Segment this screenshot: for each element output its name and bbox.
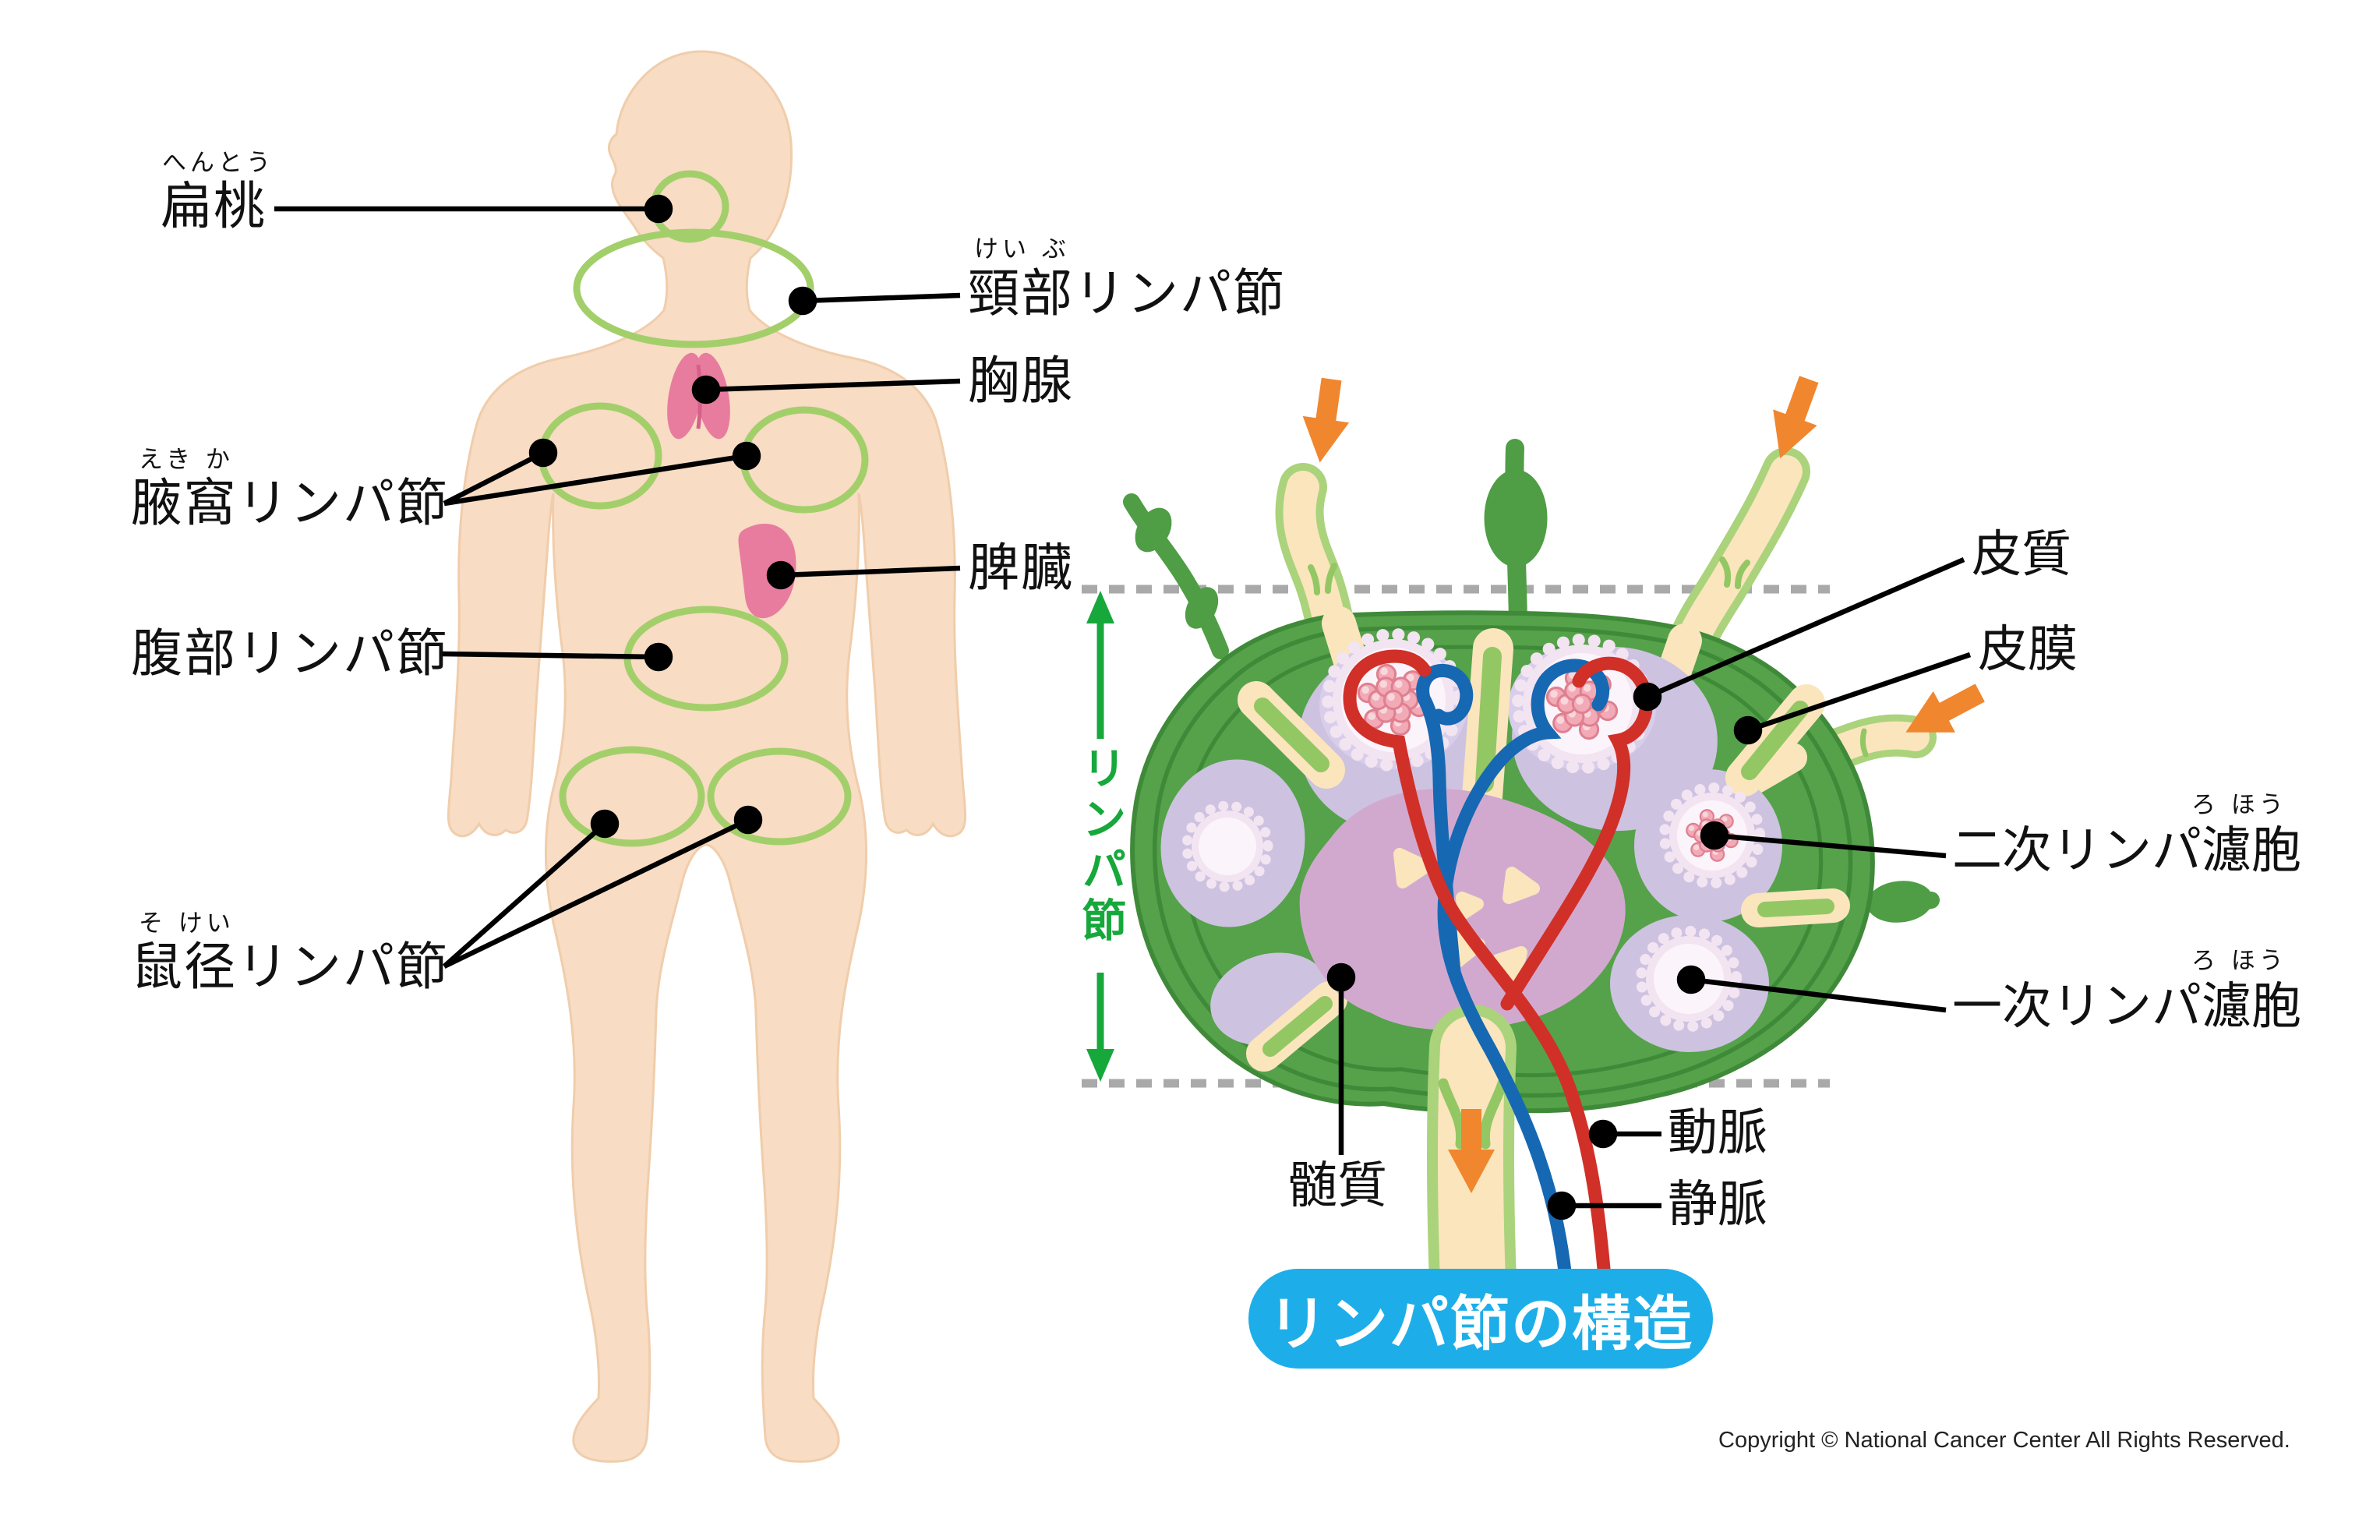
lymph-node-range-label: リンパ節: [1075, 745, 1126, 948]
thymus-label: 胸腺: [968, 351, 1074, 411]
spleen-organ: [738, 524, 796, 619]
axillary-furigana: えき か: [139, 446, 234, 474]
leader-lines: [274, 194, 1972, 1220]
inguinal-ring-left: [559, 746, 705, 847]
tonsil-label: 扁桃: [161, 176, 267, 236]
cortex-label: 皮質: [1972, 526, 2071, 584]
title-badge-text: リンパ節の構造: [1268, 1289, 1693, 1358]
range-arrow: [1086, 591, 1114, 1082]
artery-label: 動脈: [1668, 1104, 1767, 1162]
medullary-sinus-spots: [1393, 848, 1540, 984]
vein-blue: [1416, 659, 1610, 1293]
cervical-label: 頸部リンパ節: [968, 263, 1286, 323]
abdominal-label: 腹部リンパ節: [131, 623, 449, 683]
tonsil-furigana: へんとう: [162, 149, 274, 177]
title-badge: リンパ節の構造: [1248, 1269, 1713, 1369]
vein-label: 静脈: [1668, 1176, 1767, 1234]
capsule-label: 皮膜: [1978, 621, 2078, 679]
inguinal-furigana: そ けい: [139, 910, 235, 938]
body-silhouette: [447, 50, 967, 1463]
secondary-follicle-furigana: ろ ほう: [2191, 791, 2287, 819]
lymph-flow-arrow-top-left: [1296, 376, 1355, 466]
cervical-furigana: けい ぶ: [974, 235, 1070, 263]
secondary-follicle-label: 二次リンパ濾胞: [1952, 822, 2301, 880]
primary-follicle-label: 一次リンパ濾胞: [1952, 978, 2301, 1036]
primary-follicle-furigana: ろ ほう: [2191, 947, 2287, 975]
inguinal-label: 鼠径リンパ節: [131, 937, 449, 997]
inguinal-ring-right: [707, 747, 852, 846]
spleen-label: 脾臓: [968, 538, 1074, 598]
medulla-label: 髄質: [1287, 1157, 1387, 1215]
follicle-primary-left: [1181, 800, 1273, 892]
cervical-ring: [573, 228, 814, 348]
axillary-label: 腋窩リンパ節: [131, 473, 449, 533]
lymphatic-vessels-green: [1123, 439, 1940, 923]
copyright-text: Copyright © National Cancer Center All R…: [1718, 1428, 2290, 1453]
artery-red: [1343, 649, 1654, 1295]
